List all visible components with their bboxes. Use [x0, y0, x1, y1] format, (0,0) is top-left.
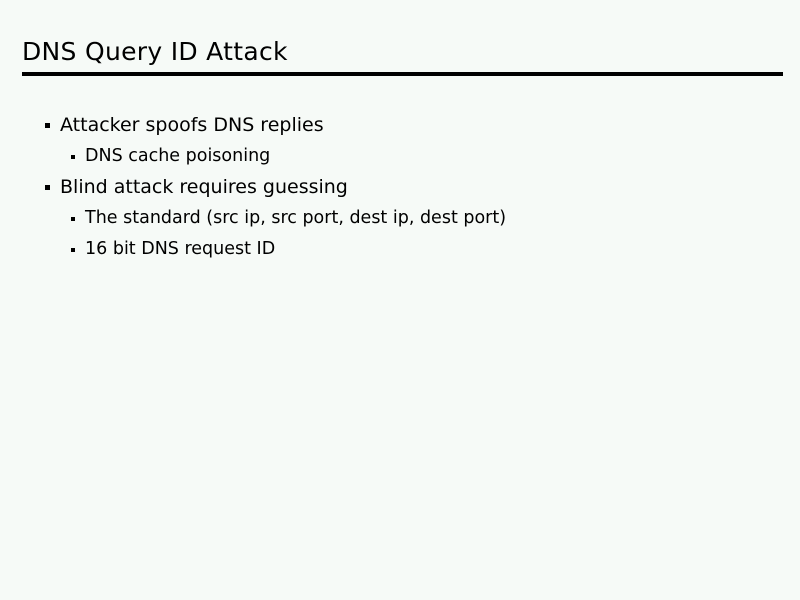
square-bullet-icon	[71, 217, 75, 221]
slide-body-bullet-list: Attacker spoofs DNS replies DNS cache po…	[0, 112, 800, 267]
list-item: Attacker spoofs DNS replies	[0, 112, 800, 143]
list-item: DNS cache poisoning	[0, 143, 800, 174]
slide-title-block: DNS Query ID Attack	[22, 36, 784, 68]
page-title: DNS Query ID Attack	[22, 37, 288, 66]
list-item-label: Attacker spoofs DNS replies	[60, 114, 324, 136]
list-item: 16 bit DNS request ID	[0, 236, 800, 267]
square-bullet-icon	[71, 155, 75, 159]
square-bullet-icon	[45, 185, 50, 190]
list-item-label: DNS cache poisoning	[85, 146, 271, 166]
list-item: Blind attack requires guessing	[0, 174, 800, 205]
list-item-label: The standard (src ip, src port, dest ip,…	[85, 208, 507, 228]
title-underline-rule	[22, 72, 783, 76]
list-item-label: Blind attack requires guessing	[60, 176, 348, 198]
square-bullet-icon	[45, 123, 50, 128]
square-bullet-icon	[71, 248, 75, 252]
list-item: The standard (src ip, src port, dest ip,…	[0, 205, 800, 236]
list-item-label: 16 bit DNS request ID	[85, 239, 276, 259]
